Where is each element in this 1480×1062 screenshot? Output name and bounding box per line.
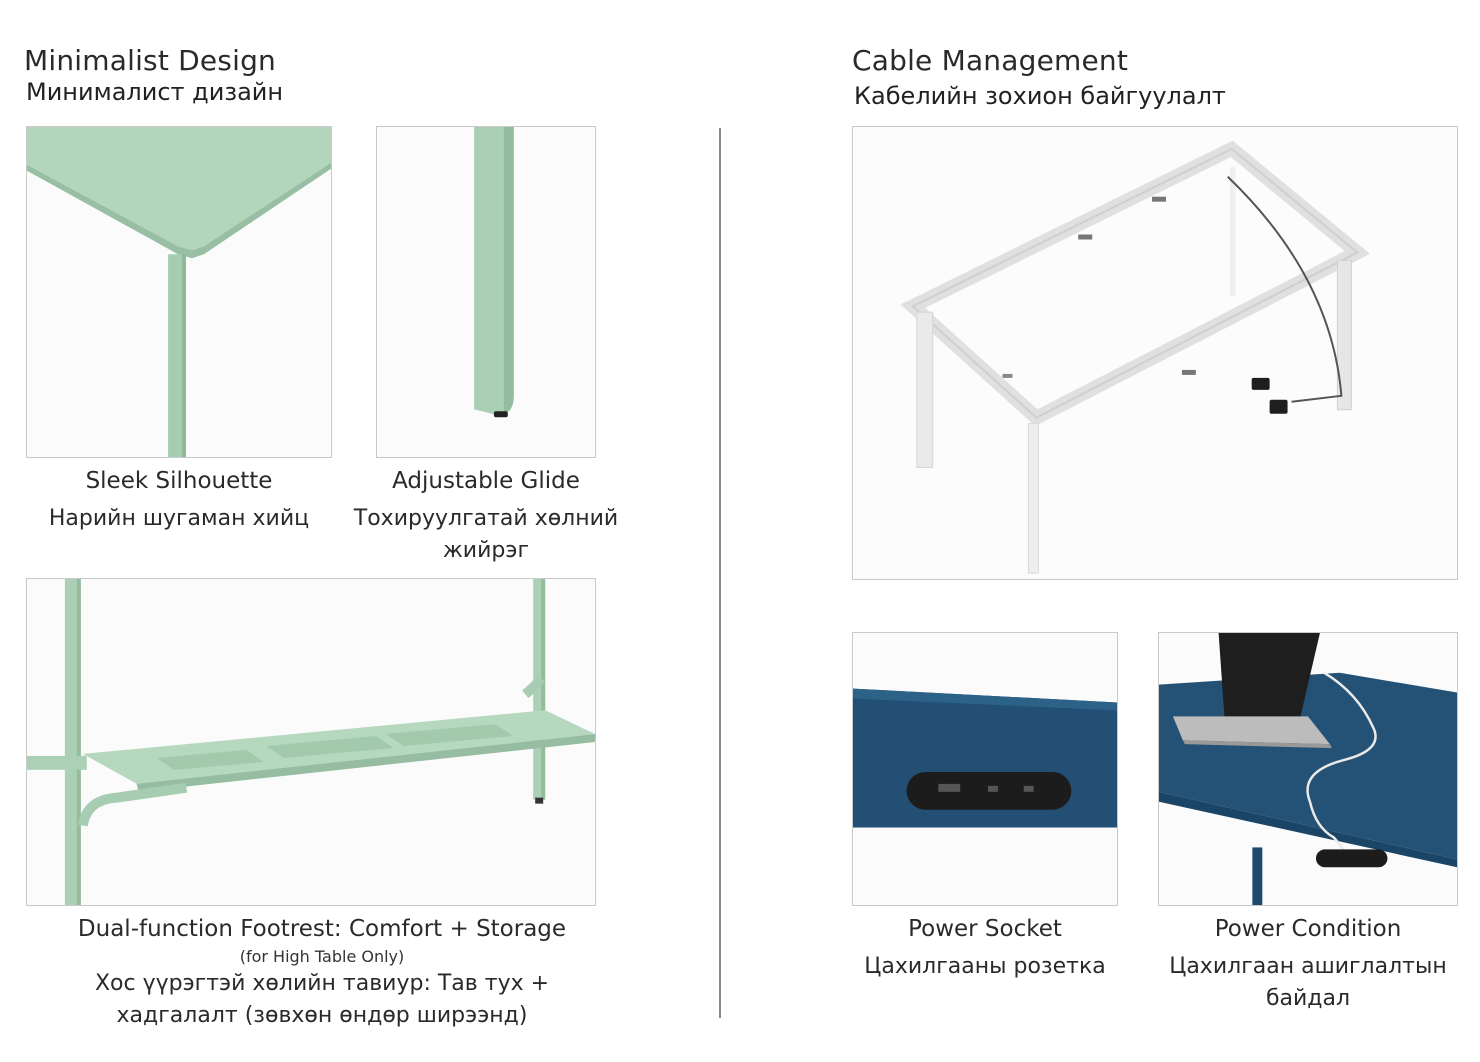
adjustable-glide-title: Adjustable Glide (392, 468, 580, 494)
cable-management-image (852, 126, 1458, 580)
adjustable-glide-image (376, 126, 596, 458)
footrest-note: (for High Table Only) (239, 947, 405, 967)
footrest-title: Dual-function Footrest: Comfort + Storag… (77, 916, 567, 942)
sleek-silhouette-image (26, 126, 332, 458)
left-section-subtitle: Минималист дизайн (26, 78, 284, 106)
power-socket-title: Power Socket (908, 916, 1062, 942)
sleek-silhouette-subtitle: Нарийн шугаман хийц (48, 506, 310, 532)
footrest-subtitle-line2: хадгалалт (зөвхөн өндөр ширээнд) (116, 1002, 528, 1028)
section-divider (719, 128, 721, 1018)
left-section-title: Minimalist Design (24, 44, 276, 77)
power-condition-subtitle-line1: Цахилгаан ашиглалтын (1169, 954, 1447, 980)
right-section-subtitle: Кабелийн зохион байгуулалт (854, 82, 1226, 110)
power-condition-caption: Power Condition Цахилгаан ашиглалтын бай… (1150, 914, 1466, 1015)
sleek-silhouette-title: Sleek Silhouette (85, 468, 273, 494)
footrest-subtitle-line1: Хос үүрэгтэй хөлийн тавиур: Тав тух + (94, 970, 550, 996)
sleek-silhouette-caption: Sleek Silhouette Нарийн шугаман хийц (26, 466, 332, 535)
power-condition-subtitle-line2: байдал (1265, 985, 1351, 1011)
adjustable-glide-caption: Adjustable Glide Тохируулгатай хөлний жи… (326, 466, 646, 567)
footrest-image (26, 578, 596, 906)
footrest-caption: Dual-function Footrest: Comfort + Storag… (26, 914, 618, 1032)
power-socket-image (852, 632, 1118, 906)
adjustable-glide-subtitle: Тохируулгатай хөлний жийрэг (353, 506, 619, 563)
power-condition-title: Power Condition (1214, 916, 1402, 942)
right-section-title: Cable Management (852, 44, 1129, 77)
power-socket-subtitle: Цахилгааны розетка (864, 954, 1106, 980)
power-socket-caption: Power Socket Цахилгааны розетка (852, 914, 1118, 983)
power-condition-image (1158, 632, 1458, 906)
